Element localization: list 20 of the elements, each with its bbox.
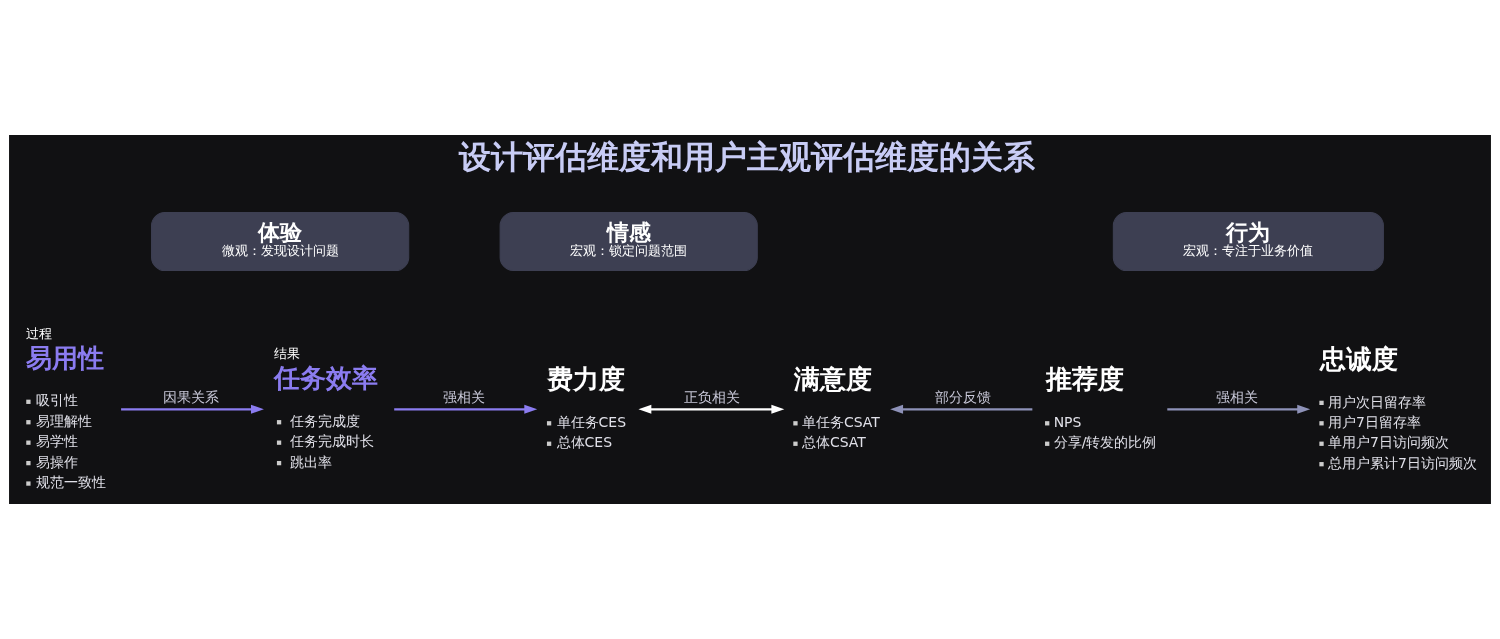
arrow	[890, 404, 1033, 414]
edge-label: 强相关	[1216, 389, 1259, 406]
arrow	[121, 404, 264, 414]
node-text: 费力度 单任务CES 总体CES	[546, 364, 627, 451]
node-text: 满意度 单任务CSAT 总体CSAT	[794, 364, 880, 451]
node-text: 忠诚度 用户次日留存率 用户7日留存率 单用户7日访问频次 总用户累计7日访问频次	[1320, 343, 1477, 471]
edge-label: 正负相关	[683, 389, 740, 406]
edge-label: 强相关	[443, 389, 486, 406]
node-box: 体验 微观：发现设计问题	[151, 211, 410, 272]
node-text: 结果 任务效率 任务完成度 任务完成时长 跳出率	[273, 346, 378, 470]
arrow	[394, 404, 538, 414]
arrow	[638, 404, 785, 414]
edge-label: 因果关系	[162, 389, 219, 406]
node-box: 情感 宏观：锁定问题范围	[499, 211, 758, 272]
diagram-title: 设计评估维度和用户主观评估维度的关系	[459, 138, 1035, 177]
node-box: 行为 宏观：专注于业务价值	[1112, 211, 1384, 272]
edge-label: 部分反馈	[935, 389, 992, 406]
node-text: 推荐度 NPS 分享/转发的比例	[1046, 364, 1157, 451]
node-text: 过程 易用性 吸引性 易理解性 易学性 易操作 规范一致性	[26, 325, 106, 491]
arrow	[1167, 404, 1311, 414]
